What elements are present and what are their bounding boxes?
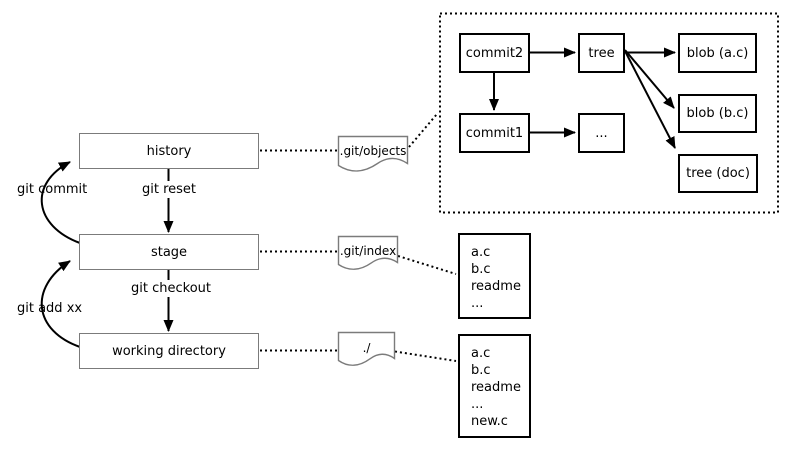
tree-tree-doc-arrow [624, 50, 676, 149]
file-list-item: ... [471, 397, 484, 412]
working-directory-box: working directory [79, 333, 259, 369]
working-directory-label: working directory [112, 343, 226, 359]
workdir-document-label: ./ [362, 340, 371, 355]
blob-ac-label: blob (a.c) [686, 45, 749, 61]
file-list-item: a.c [471, 346, 491, 361]
index-list-dotted-line [397, 255, 457, 275]
blob-bc-box: blob (b.c) [678, 94, 757, 133]
history-box: history [79, 133, 259, 169]
stage-label: stage [150, 244, 188, 260]
commit1-box: commit1 [459, 113, 530, 153]
commit1-label: commit1 [465, 125, 524, 141]
file-list-item: readme [471, 380, 521, 395]
file-list-item: ... [471, 296, 484, 311]
object-graph-dashed-box [439, 12, 779, 214]
workdir-list-dotted-line [394, 350, 457, 362]
index-document-shape [337, 235, 399, 270]
file-list-item: readme [471, 279, 521, 294]
workdir-file-list: a.c b.c readme ... new.c [458, 334, 531, 438]
ellipsis-label: ... [595, 125, 608, 141]
file-list-item: a.c [471, 245, 491, 260]
git-reset-label: git reset [138, 181, 200, 198]
ellipsis-box: ... [578, 113, 625, 153]
index-file-list: a.c b.c readme ... [458, 233, 531, 319]
git-checkout-label: git checkout [128, 280, 214, 297]
git-commit-label: git commit [17, 182, 88, 197]
file-list-item: b.c [471, 262, 491, 277]
tree-label: tree [588, 45, 615, 61]
commit2-box: commit2 [459, 33, 530, 73]
tree-box: tree [578, 33, 625, 73]
file-list-item: new.c [471, 414, 508, 429]
stage-box: stage [79, 234, 259, 270]
history-label: history [146, 143, 192, 159]
git-commit-curved-arrow [40, 161, 81, 244]
tree-doc-label: tree (doc) [686, 166, 750, 181]
file-list-item: b.c [471, 363, 491, 378]
commit2-label: commit2 [465, 45, 524, 61]
tree-doc-box: tree (doc) [678, 154, 758, 193]
git-add-label: git add xx [17, 301, 83, 316]
index-document-label: .git/index [339, 243, 397, 258]
objects-graph-dotted-line [408, 113, 438, 148]
workdir-document-shape [337, 331, 396, 366]
git-add-curved-arrow [40, 260, 81, 348]
blob-ac-box: blob (a.c) [678, 33, 757, 73]
blob-bc-label: blob (b.c) [686, 106, 749, 121]
objects-document-shape [337, 135, 409, 172]
tree-blob-bc-arrow [624, 49, 675, 109]
objects-document-label: .git/objects [339, 143, 407, 158]
